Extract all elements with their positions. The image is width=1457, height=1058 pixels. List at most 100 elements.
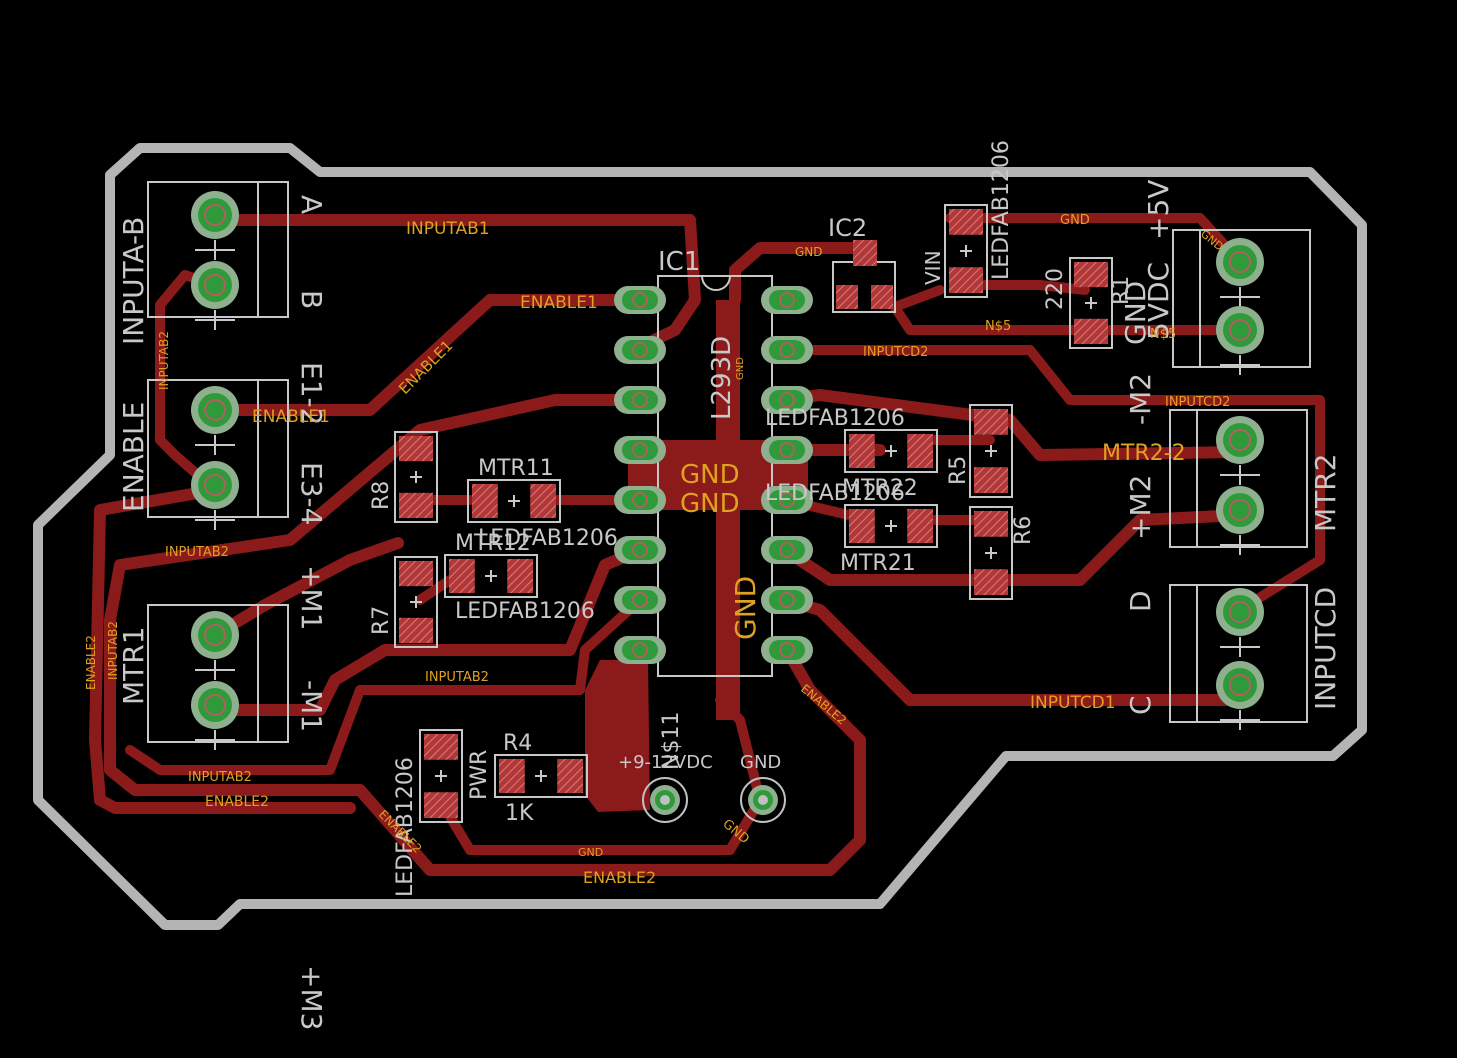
ic2-name: IC2 — [828, 214, 867, 242]
net-gnd-1: GND — [680, 460, 740, 490]
net-inputcd1: INPUTCD1 — [1030, 693, 1116, 713]
board-outline — [33, 143, 1367, 930]
mtr11-value: LEDFAB1206 — [478, 526, 618, 551]
inputcd-pin-c: C — [1124, 695, 1157, 715]
traces — [89, 213, 1325, 876]
net-inputcd2-b: INPUTCD2 — [1165, 395, 1230, 410]
r7-name: R7 — [369, 606, 394, 635]
net-enable2-a: ENABLE2 — [205, 794, 269, 810]
pwr-name: PWR — [467, 750, 492, 800]
ic-pin-pad — [761, 536, 813, 564]
enable-name: ENABLE — [117, 402, 150, 512]
net-mtr2-2: MTR2-2 — [1102, 441, 1186, 466]
mtr21-name: MTR21 — [840, 551, 916, 576]
net-enable2-b: ENABLE2 — [583, 868, 656, 887]
mtr1-name: MTR1 — [117, 626, 150, 705]
ic-pin-pad — [614, 586, 666, 614]
net-n5-b: N$5 — [1150, 327, 1176, 342]
mtr2-pin-minus: -M2 — [1124, 373, 1157, 425]
ic-pin-pad — [761, 586, 813, 614]
net-enable2-c: ENABLE2 — [798, 682, 849, 728]
mtr2-name: MTR2 — [1309, 453, 1342, 532]
ic-pin-pad — [614, 536, 666, 564]
net-inputab2-c: INPUTAB2 — [188, 770, 252, 785]
net-gnd-6: GND — [1060, 213, 1090, 228]
smd-component — [1069, 257, 1113, 349]
enable-pin-e12: E1-2 — [295, 362, 328, 425]
net-n5-a: N$5 — [985, 319, 1011, 334]
terminal-pad — [191, 681, 239, 750]
inputcd-pin-d: D — [1124, 590, 1157, 612]
net-inputab1: INPUTAB1 — [406, 219, 490, 239]
net-enable2-vert: ENABLE2 — [84, 635, 98, 690]
enable-pin-e34: E3-4 — [295, 462, 328, 525]
net-labels: INPUTAB1 ENABLE1 ENABLE1 ENABLE1 INPUTAB… — [84, 213, 1230, 887]
net-enable1-diag: ENABLE1 — [395, 337, 456, 398]
smd-component — [419, 729, 463, 823]
net-inputab2-vert2: INPUTAB2 — [106, 621, 120, 680]
power-in-name: N$11 — [659, 712, 684, 770]
smd-component — [844, 504, 938, 548]
r5-name: R5 — [946, 456, 971, 485]
power5v-pin-plus: +5V — [1142, 180, 1175, 240]
terminal-pad — [1216, 416, 1264, 485]
r6-name: R6 — [1011, 516, 1036, 545]
r1-name: R1 — [1109, 276, 1134, 305]
terminal-pad — [1216, 238, 1264, 307]
net-gnd-4: GND — [735, 357, 746, 380]
stray-m3: +M3 — [295, 965, 328, 1030]
ic-pin-pad — [614, 436, 666, 464]
terminal-pad — [1216, 486, 1264, 555]
mtr12-name: MTR12 — [455, 531, 531, 556]
mtr1-pin-minus: -M1 — [295, 680, 328, 732]
smd-component — [944, 204, 988, 298]
net-gnd-7: GND — [578, 846, 603, 859]
inputcd-name: INPUTCD — [1309, 587, 1342, 710]
power5v-name: 5VDC — [1142, 262, 1175, 340]
smd-component — [394, 431, 438, 523]
smd-component — [969, 506, 1013, 600]
smd-component — [444, 554, 538, 598]
ic-pin-pad — [761, 386, 813, 414]
inputab-pin-a: A — [295, 195, 328, 214]
ic-pin-pad — [614, 386, 666, 414]
terminal-pad — [191, 191, 239, 260]
smd-component — [467, 479, 561, 523]
net-inputab2-a: INPUTAB2 — [165, 545, 229, 560]
ic-pin-pad — [761, 336, 813, 364]
led-top-name: LEDFAB1206 — [989, 140, 1014, 280]
mtr1-pin-plus: +M1 — [295, 565, 328, 630]
mtr11-name: MTR11 — [478, 456, 554, 481]
net-gnd-5: GND — [795, 245, 823, 259]
net-gnd-3: GND — [729, 576, 762, 640]
mtr12-value: LEDFAB1206 — [455, 599, 595, 624]
terminal-pad — [191, 611, 239, 680]
ic-pin-pad — [761, 286, 813, 314]
ic-pin-pad — [761, 436, 813, 464]
ic-pin-pad — [761, 486, 813, 514]
ic2-package — [832, 240, 896, 313]
through-hole-pads — [191, 191, 1264, 750]
net-enable1-top: ENABLE1 — [520, 293, 598, 313]
net-gnd-2: GND — [680, 489, 740, 519]
ic-pin-pad — [761, 636, 813, 664]
terminal-pad — [1216, 588, 1264, 657]
ic2-vin: VIN — [921, 250, 945, 285]
mtr22-value: LEDFAB1206 — [765, 406, 905, 431]
net-inputab2-vert: INPUTAB2 — [157, 331, 171, 390]
terminal-pad — [1216, 661, 1264, 730]
pwr-value: LEDFAB1206 — [393, 757, 418, 897]
ic-pin-pad — [614, 286, 666, 314]
ic-pin-pad — [614, 336, 666, 364]
mtr21-value: LEDFAB1206 — [765, 481, 905, 506]
r8-name: R8 — [369, 481, 394, 510]
terminal-pad — [1216, 306, 1264, 375]
terminal-pad — [191, 461, 239, 530]
silkscreen-labels: IC1 L293D IC2 VIN INPUTA-B A B ENABLE E1… — [117, 140, 1342, 1030]
smd-component — [844, 429, 938, 473]
mtr22-name: MTR22 — [842, 476, 918, 501]
ic1-value: L293D — [707, 336, 737, 420]
terminal-pad — [191, 261, 239, 330]
net-inputcd2-a: INPUTCD2 — [863, 345, 928, 360]
